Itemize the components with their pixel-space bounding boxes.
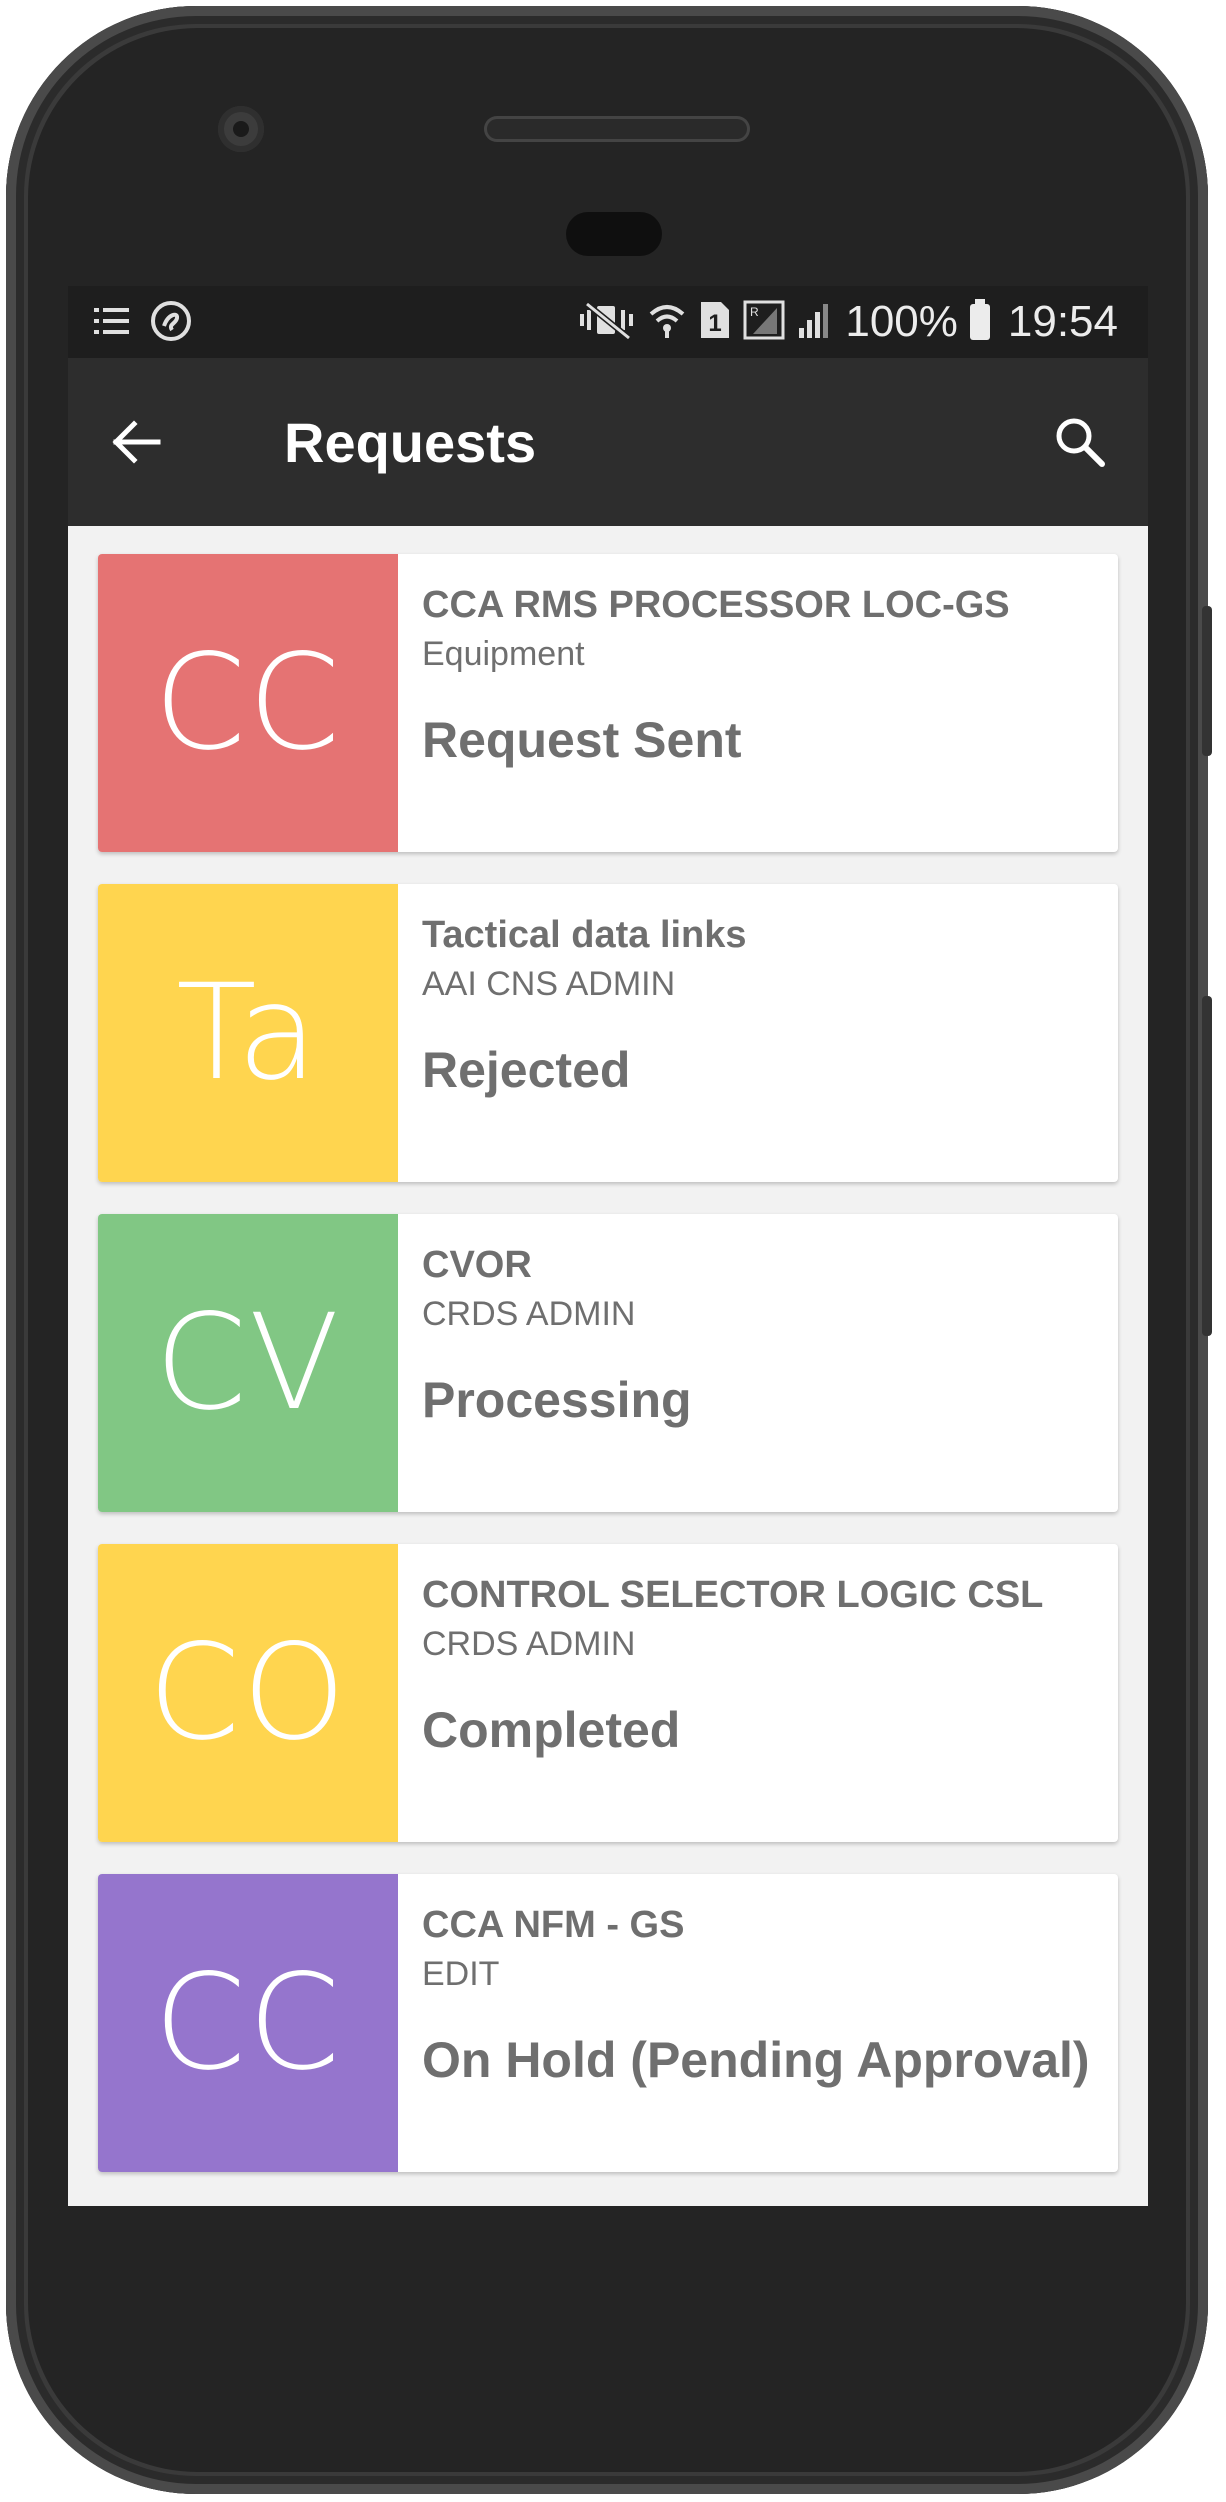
battery-icon <box>969 299 990 340</box>
request-title: CCA NFM - GS <box>422 1904 685 1946</box>
request-subtitle: AAI CNS ADMIN <box>422 965 676 1003</box>
request-avatar: CC <box>98 1874 398 2172</box>
request-subtitle: CRDS ADMIN <box>422 1625 636 1663</box>
svg-text:R: R <box>750 305 759 319</box>
request-list: CC CCA RMS PROCESSOR LOC-GS Equipment Re… <box>98 554 1118 2204</box>
status-bar: 1 R 100% <box>68 286 1148 358</box>
proximity-sensor <box>566 212 662 256</box>
request-status: Request Sent <box>422 712 742 768</box>
request-card[interactable]: CV CVOR CRDS ADMIN Processing <box>98 1214 1118 1512</box>
request-title: CONTROL SELECTOR LOGIC CSL <box>422 1574 1044 1616</box>
cell-signal-icon <box>797 300 833 345</box>
notification-list-icon <box>92 301 132 352</box>
request-initials: CO <box>147 1616 349 1770</box>
wifi-icon <box>647 300 687 345</box>
app-bar: Requests <box>68 358 1148 526</box>
request-avatar: CC <box>98 554 398 852</box>
search-icon <box>1056 418 1105 467</box>
screen: 1 R 100% <box>68 286 1148 2206</box>
request-subtitle: Equipment <box>422 635 585 673</box>
clock: 19:54 <box>1007 297 1118 346</box>
request-initials: Ta <box>176 956 320 1110</box>
request-subtitle: EDIT <box>422 1955 500 1993</box>
earpiece-speaker <box>484 116 750 142</box>
request-initials: CC <box>153 626 343 780</box>
request-avatar: CO <box>98 1544 398 1842</box>
request-card[interactable]: CO CONTROL SELECTOR LOGIC CSL CRDS ADMIN… <box>98 1544 1118 1842</box>
request-card[interactable]: CC CCA NFM - GS EDIT On Hold (Pending Ap… <box>98 1874 1118 2172</box>
back-button[interactable] <box>94 400 178 484</box>
battery-percentage: 100% <box>845 297 958 346</box>
power-button <box>1202 606 1212 756</box>
request-card[interactable]: Ta Tactical data links AAI CNS ADMIN Rej… <box>98 884 1118 1182</box>
arrow-back-icon <box>112 420 161 464</box>
volume-button <box>1202 996 1212 1336</box>
request-initials: CV <box>154 1286 342 1440</box>
app-notification-icon <box>150 300 192 353</box>
page-title: Requests <box>284 411 537 474</box>
request-subtitle: CRDS ADMIN <box>422 1295 636 1333</box>
request-status: Completed <box>422 1702 681 1758</box>
request-title: CCA RMS PROCESSOR LOC-GS <box>422 584 1010 626</box>
search-button[interactable] <box>1038 400 1122 484</box>
request-avatar: Ta <box>98 884 398 1182</box>
request-card[interactable]: CC CCA RMS PROCESSOR LOC-GS Equipment Re… <box>98 554 1118 852</box>
roaming-signal-icon: R <box>743 300 785 345</box>
request-avatar: CV <box>98 1214 398 1512</box>
front-camera <box>218 106 264 152</box>
sim-1-icon: 1 <box>699 300 731 345</box>
request-status: On Hold (Pending Approval) <box>422 2032 1090 2088</box>
request-initials: CC <box>153 1946 343 2100</box>
request-title: CVOR <box>422 1244 532 1286</box>
mute-vibrate-icon <box>579 300 635 345</box>
request-status: Processing <box>422 1372 692 1428</box>
sim-slot-number: 1 <box>709 310 722 337</box>
request-title: Tactical data links <box>422 914 747 956</box>
request-status: Rejected <box>422 1042 631 1098</box>
